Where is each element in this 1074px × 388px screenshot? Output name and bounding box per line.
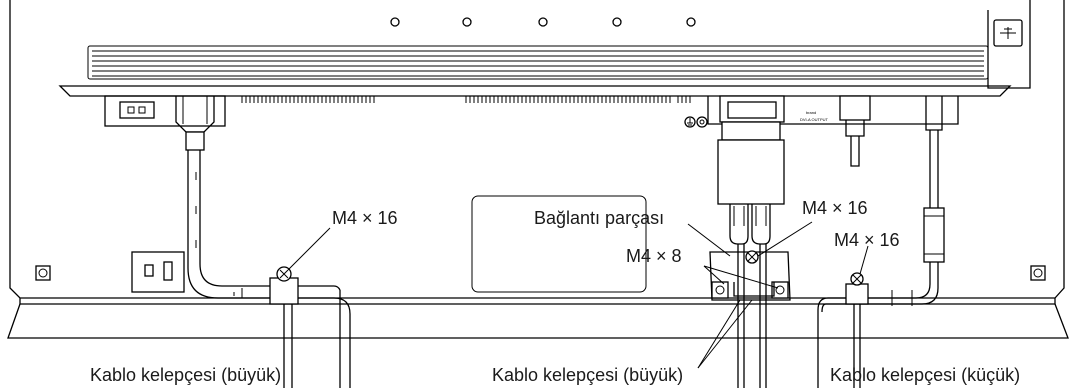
label-clamp-small-right: Kablo kelepçesi (küçük)	[830, 365, 1020, 385]
label-plate	[471, 195, 647, 293]
signal-connector: brand DVI-A OUTPUT	[707, 95, 959, 388]
cable-clamp-large-left	[233, 266, 299, 388]
power-cable	[187, 150, 351, 388]
label-screw-m4x8: M4 × 8	[626, 246, 682, 266]
right-cable	[817, 95, 945, 388]
top-holes	[390, 17, 696, 27]
monitor-panel	[7, 0, 1069, 339]
leader-lines	[287, 221, 869, 369]
power-socket	[131, 251, 185, 293]
label-screw-m4x16-left: M4 × 16	[332, 208, 398, 228]
svg-text:brand: brand	[806, 110, 816, 115]
ground-symbol	[684, 116, 708, 128]
vent-holes-row	[241, 96, 691, 103]
label-screw-m4x16-right: M4 × 16	[834, 230, 900, 250]
label-clamp-large-left: Kablo kelepçesi (büyük)	[90, 365, 281, 385]
cable-clamp-small-right	[845, 272, 869, 388]
screw-corner-right	[1030, 265, 1046, 281]
usb-port	[987, 0, 1031, 89]
top-vent-slots	[58, 45, 1012, 97]
screw-corner-left	[35, 265, 51, 281]
label-screw-m4x16-center: M4 × 16	[802, 198, 868, 218]
label-bracket: Bağlantı parçası	[534, 208, 664, 228]
power-inlet	[104, 95, 226, 151]
bracket	[709, 250, 791, 301]
label-clamp-large-center: Kablo kelepçesi (büyük)	[492, 365, 683, 385]
svg-text:DVI-A OUTPUT: DVI-A OUTPUT	[800, 117, 829, 122]
